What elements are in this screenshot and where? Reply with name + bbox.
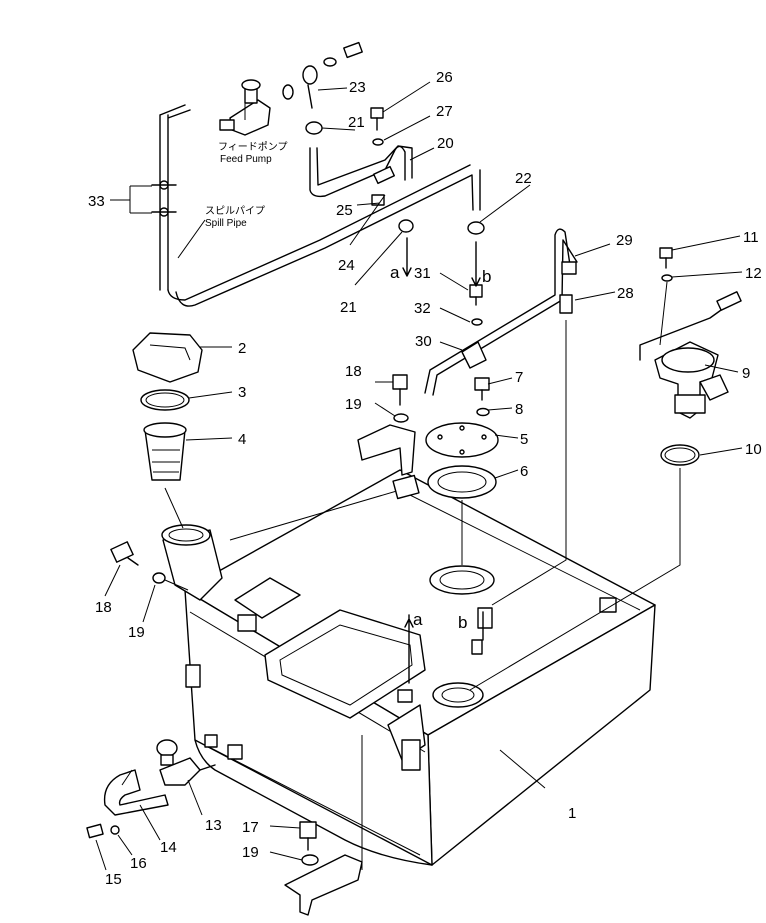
callout-21-top: 21 xyxy=(348,114,365,131)
ref-b-top: b xyxy=(482,267,491,286)
filler-cap-assembly xyxy=(132,332,203,529)
part-captions: フィードポンプ Feed Pump スピルパイプ Spill Pipe xyxy=(205,141,288,229)
callout-9: 9 xyxy=(742,365,750,382)
callout-17: 17 xyxy=(242,819,259,836)
callout-19-mid: 19 xyxy=(345,396,362,413)
callout-20: 20 xyxy=(437,135,454,152)
callout-32: 32 xyxy=(414,300,431,317)
hardware xyxy=(86,41,742,916)
callout-8: 8 xyxy=(515,401,523,418)
callout-19-bottom: 19 xyxy=(242,844,259,861)
callout-18: 18 xyxy=(95,599,112,616)
callout-6: 6 xyxy=(520,463,528,480)
spill-pipe xyxy=(159,104,191,291)
callout-24: 24 xyxy=(338,257,355,274)
callout-13: 13 xyxy=(205,817,222,834)
callout-18b: 18 xyxy=(345,363,362,380)
ref-a-top: a xyxy=(390,263,400,282)
ref-a-bottom: a xyxy=(413,610,423,629)
callout-31: 31 xyxy=(414,265,431,282)
callout-4: 4 xyxy=(238,431,246,448)
callout-2: 2 xyxy=(238,340,246,357)
fuel-tank xyxy=(161,469,656,866)
callout-1: 1 xyxy=(568,805,576,822)
callout-22: 22 xyxy=(515,170,532,187)
callout-12: 12 xyxy=(745,265,762,282)
feed-pump-caption-en: Feed Pump xyxy=(220,154,272,165)
callout-11: 11 xyxy=(743,229,759,246)
callout-16: 16 xyxy=(130,855,147,872)
drain-valve xyxy=(159,757,201,786)
callout-29: 29 xyxy=(616,232,633,249)
callout-10: 10 xyxy=(745,441,762,458)
feed-pump-caption-jp: フィードポンプ xyxy=(218,141,288,153)
drain-bracket xyxy=(103,769,169,816)
callout-27: 27 xyxy=(436,103,453,120)
callout-26: 26 xyxy=(436,69,453,86)
callout-30: 30 xyxy=(415,333,432,350)
gauge-opening xyxy=(432,682,484,708)
callout-33: 33 xyxy=(88,193,105,210)
spill-pipe-caption-jp: スピルパイプ xyxy=(205,205,265,217)
callout-19-left: 19 xyxy=(128,624,145,641)
callout-28: 28 xyxy=(617,285,634,302)
feed-pump xyxy=(229,99,271,136)
reference-arrows xyxy=(402,237,484,684)
callout-labels: 1 2 3 4 5 6 7 8 9 10 11 12 13 14 15 16 1… xyxy=(88,69,762,888)
callout-21-bottom: 21 xyxy=(340,299,357,316)
spill-pipe-caption-en: Spill Pipe xyxy=(205,218,247,229)
callout-7: 7 xyxy=(515,369,523,386)
cover-plate xyxy=(425,422,499,458)
filler-cap xyxy=(132,332,203,383)
sender-opening xyxy=(429,565,495,595)
tank-recess xyxy=(264,609,426,719)
cover-gasket xyxy=(427,465,497,499)
reference-letters: a b a b xyxy=(390,263,491,632)
callout-25: 25 xyxy=(336,202,353,219)
feed-pump-lines xyxy=(151,79,481,307)
callout-3: 3 xyxy=(238,384,246,401)
leader-lines xyxy=(95,81,743,871)
callout-15: 15 xyxy=(105,871,122,888)
callout-14: 14 xyxy=(160,839,177,856)
ref-b-bottom: b xyxy=(458,613,467,632)
callout-5: 5 xyxy=(520,431,528,448)
callout-23: 23 xyxy=(349,79,366,96)
